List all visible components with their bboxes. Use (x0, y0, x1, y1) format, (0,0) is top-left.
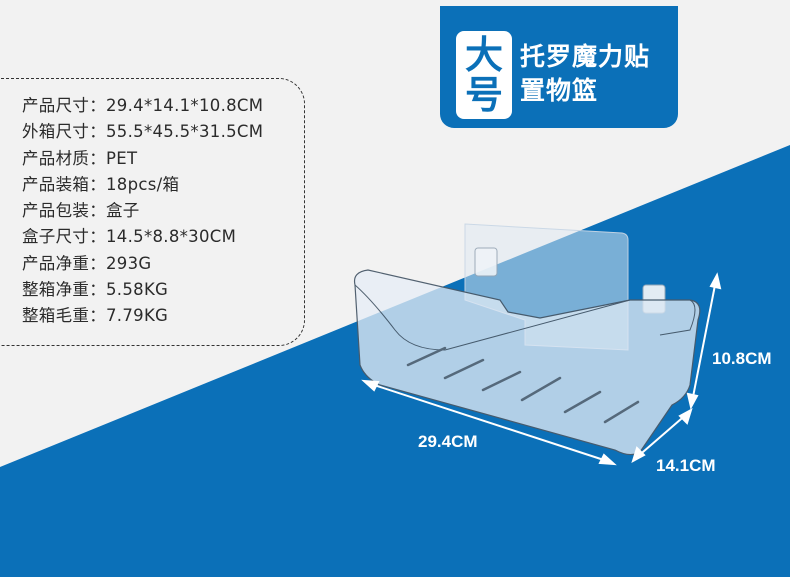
dimension-height-label: 10.8CM (712, 349, 772, 368)
size-badge-char-2: 号 (464, 73, 503, 117)
spec-list: 产品尺寸：29.4*14.1*10.8CM 外箱尺寸：55.5*45.5*31.… (22, 93, 263, 330)
product-title: 托罗魔力贴 置物篮 (520, 40, 650, 108)
dimension-width-label: 14.1CM (656, 456, 716, 475)
size-badge-char-1: 大 (464, 33, 503, 77)
product-illustration-basket (353, 223, 701, 456)
spec-row-packaging: 产品包装：盒子 (22, 201, 140, 221)
bottom-white-strip (0, 577, 790, 584)
dimension-arrows (361, 272, 722, 466)
product-title-line-2: 置物篮 (520, 76, 599, 105)
dimension-length-label: 29.4CM (418, 432, 478, 451)
spec-row-product-size: 产品尺寸：29.4*14.1*10.8CM (22, 96, 264, 115)
size-badge: 大 号 (456, 31, 512, 119)
spec-row-net-weight: 产品净重：293G (22, 253, 152, 273)
spec-box-border (0, 78, 305, 346)
spec-row-carton-gross-weight: 整箱毛重：7.79KG (22, 306, 169, 326)
spec-row-box-size: 盒子尺寸：14.5*8.8*30CM (22, 227, 237, 247)
spec-row-carton-size: 外箱尺寸：55.5*45.5*31.5CM (22, 122, 264, 142)
product-title-line-1: 托罗魔力贴 (520, 42, 651, 71)
spec-row-carton-net-weight: 整箱净重：5.58KG (22, 280, 169, 300)
spec-row-material: 产品材质：PET (22, 148, 138, 168)
product-title-banner: 大 号 托罗魔力贴 置物篮 (440, 6, 678, 128)
spec-row-packing-qty: 产品装箱：18pcs/箱 (22, 174, 180, 194)
